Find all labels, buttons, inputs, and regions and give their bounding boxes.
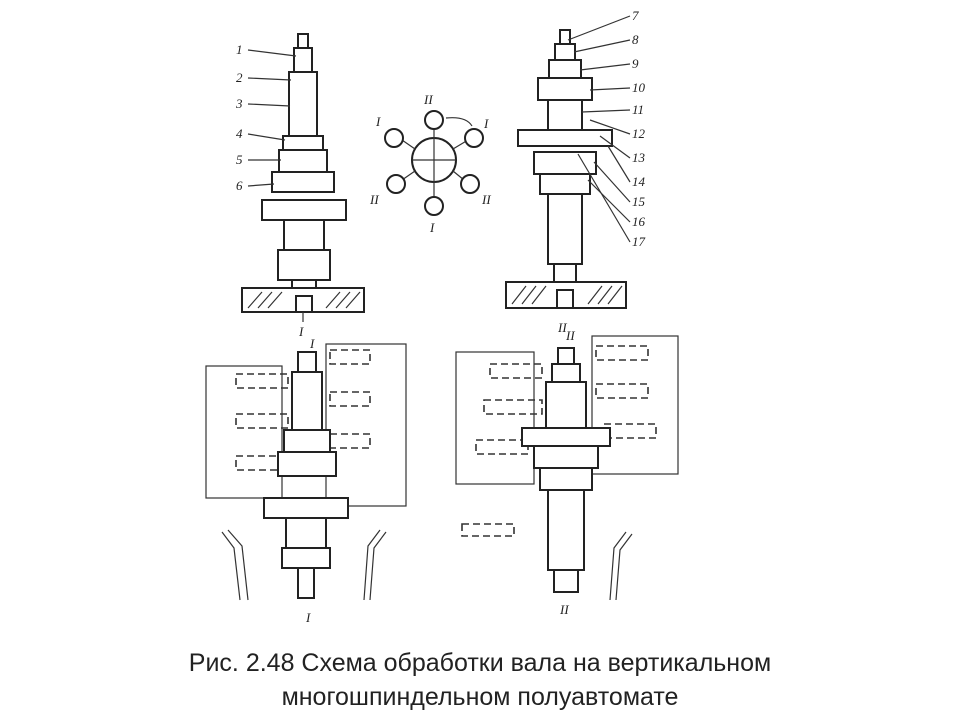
- tool-holder-right: [363, 529, 387, 601]
- callout-12: 12: [632, 126, 646, 141]
- indexing-scheme: II I II I II I: [369, 92, 491, 235]
- scheme-label-bottom: I: [429, 220, 435, 235]
- shaft-top-right: [505, 29, 627, 309]
- tool-holder-right-2: [609, 531, 633, 601]
- callout-16: 16: [632, 214, 646, 229]
- tool-block-left-2: [455, 351, 535, 485]
- callout-4: 4: [236, 126, 243, 141]
- callout-1: 1: [236, 42, 243, 57]
- assembly-bottom-left: I I: [205, 336, 407, 625]
- callout-5: 5: [236, 152, 243, 167]
- callout-17: 17: [632, 234, 646, 249]
- scheme-label-top-right: I: [483, 116, 489, 131]
- shaft-top-left: [241, 33, 365, 322]
- scheme-label-top-left: I: [375, 114, 381, 129]
- position-label-top-left: I: [298, 324, 304, 339]
- callout-11: 11: [632, 102, 644, 117]
- callout-15: 15: [632, 194, 646, 209]
- assembly-bottom-right: II II: [455, 328, 679, 617]
- callouts-left: 1 2 3 4 5 6: [235, 42, 297, 193]
- tool-block-right-2: [591, 335, 679, 475]
- tool-block-right: [325, 343, 407, 507]
- fixture-top-left: [241, 287, 365, 313]
- callout-10: 10: [632, 80, 646, 95]
- position-label-bottom-right-bottom: II: [559, 602, 569, 617]
- callout-6: 6: [236, 178, 243, 193]
- tool-block-left: [205, 365, 283, 499]
- position-label-bottom-right-top: II: [565, 328, 575, 343]
- callout-2: 2: [236, 70, 243, 85]
- scheme-label-bottom-left: II: [369, 192, 379, 207]
- position-label-bottom-left-bottom: I: [305, 610, 311, 625]
- callout-8: 8: [632, 32, 639, 47]
- caption-line-2: многошпиндельном полуавтомате: [281, 683, 679, 711]
- position-label-bottom-left-top: I: [309, 336, 315, 351]
- caption-line-1: Рис. 2.48 Схема обработки вала на вертик…: [188, 649, 772, 677]
- callout-9: 9: [632, 56, 639, 71]
- callout-14: 14: [632, 174, 646, 189]
- fixture-top-right: [505, 281, 627, 309]
- figure-caption: Рис. 2.48 Схема обработки вала на вертик…: [40, 646, 920, 714]
- position-label-top-right: II: [557, 320, 567, 335]
- shaft-machining-diagram: 1 2 3 4 5 6 I II I I: [205, 8, 679, 625]
- callout-13: 13: [632, 150, 646, 165]
- scheme-label-bottom-right: II: [481, 192, 491, 207]
- tool-slot-lower: [461, 523, 515, 537]
- scheme-label-top: II: [423, 92, 433, 107]
- callouts-right: 7 8 9 10 11 12 13 14 15 16 17: [567, 8, 646, 249]
- callout-3: 3: [235, 96, 243, 111]
- callout-7: 7: [632, 8, 639, 23]
- tool-holder-left: [221, 529, 249, 601]
